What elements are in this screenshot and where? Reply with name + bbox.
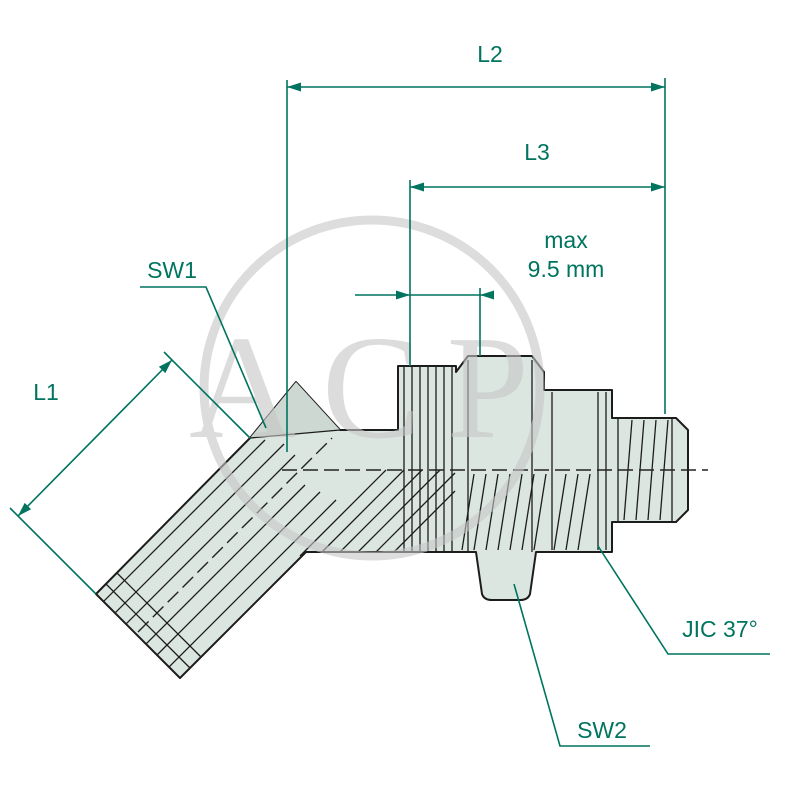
dimension-l3: L3 — [409, 139, 665, 366]
arrowhead-max-left — [396, 290, 410, 300]
label-max-line1: max — [544, 227, 588, 253]
leader-sw1: SW1 — [140, 257, 267, 429]
arrowhead-l1-lower — [18, 502, 32, 516]
arrowhead-l1-upper — [158, 360, 172, 374]
label-l2: L2 — [477, 41, 503, 67]
arrowhead-l2-right — [651, 82, 665, 92]
dimension-max-clamp: max 9.5 mm — [355, 227, 604, 356]
watermark: ACP — [189, 215, 555, 561]
dimension-l1: L1 — [9, 351, 251, 595]
leader-sw2: SW2 — [513, 583, 650, 747]
centerline-diagonal — [137, 437, 333, 633]
label-jic-thread: JIC 37° — [682, 616, 758, 642]
label-max-line2: 9.5 mm — [528, 256, 605, 282]
label-sw2: SW2 — [577, 717, 627, 743]
arrowhead-max-right — [480, 290, 494, 300]
leader-jic: JIC 37° — [597, 545, 770, 655]
label-l3: L3 — [524, 139, 550, 165]
arrowhead-l3-left — [410, 182, 424, 192]
fitting-body — [95, 355, 689, 679]
dimensions: L2 L3 max 9.5 mm — [9, 41, 770, 747]
fitting-drawing — [95, 355, 708, 679]
elbow-corner-facet — [250, 382, 340, 438]
label-sw1: SW1 — [147, 257, 197, 283]
watermark-text: ACP — [189, 306, 555, 470]
label-l1: L1 — [33, 379, 59, 405]
arrowhead-l2-left — [287, 82, 301, 92]
watermark-circle — [199, 215, 545, 561]
thread-and-hex-detail-lines — [96, 360, 673, 678]
arrowhead-l3-right — [651, 182, 665, 192]
dimension-l2: L2 — [286, 41, 666, 452]
